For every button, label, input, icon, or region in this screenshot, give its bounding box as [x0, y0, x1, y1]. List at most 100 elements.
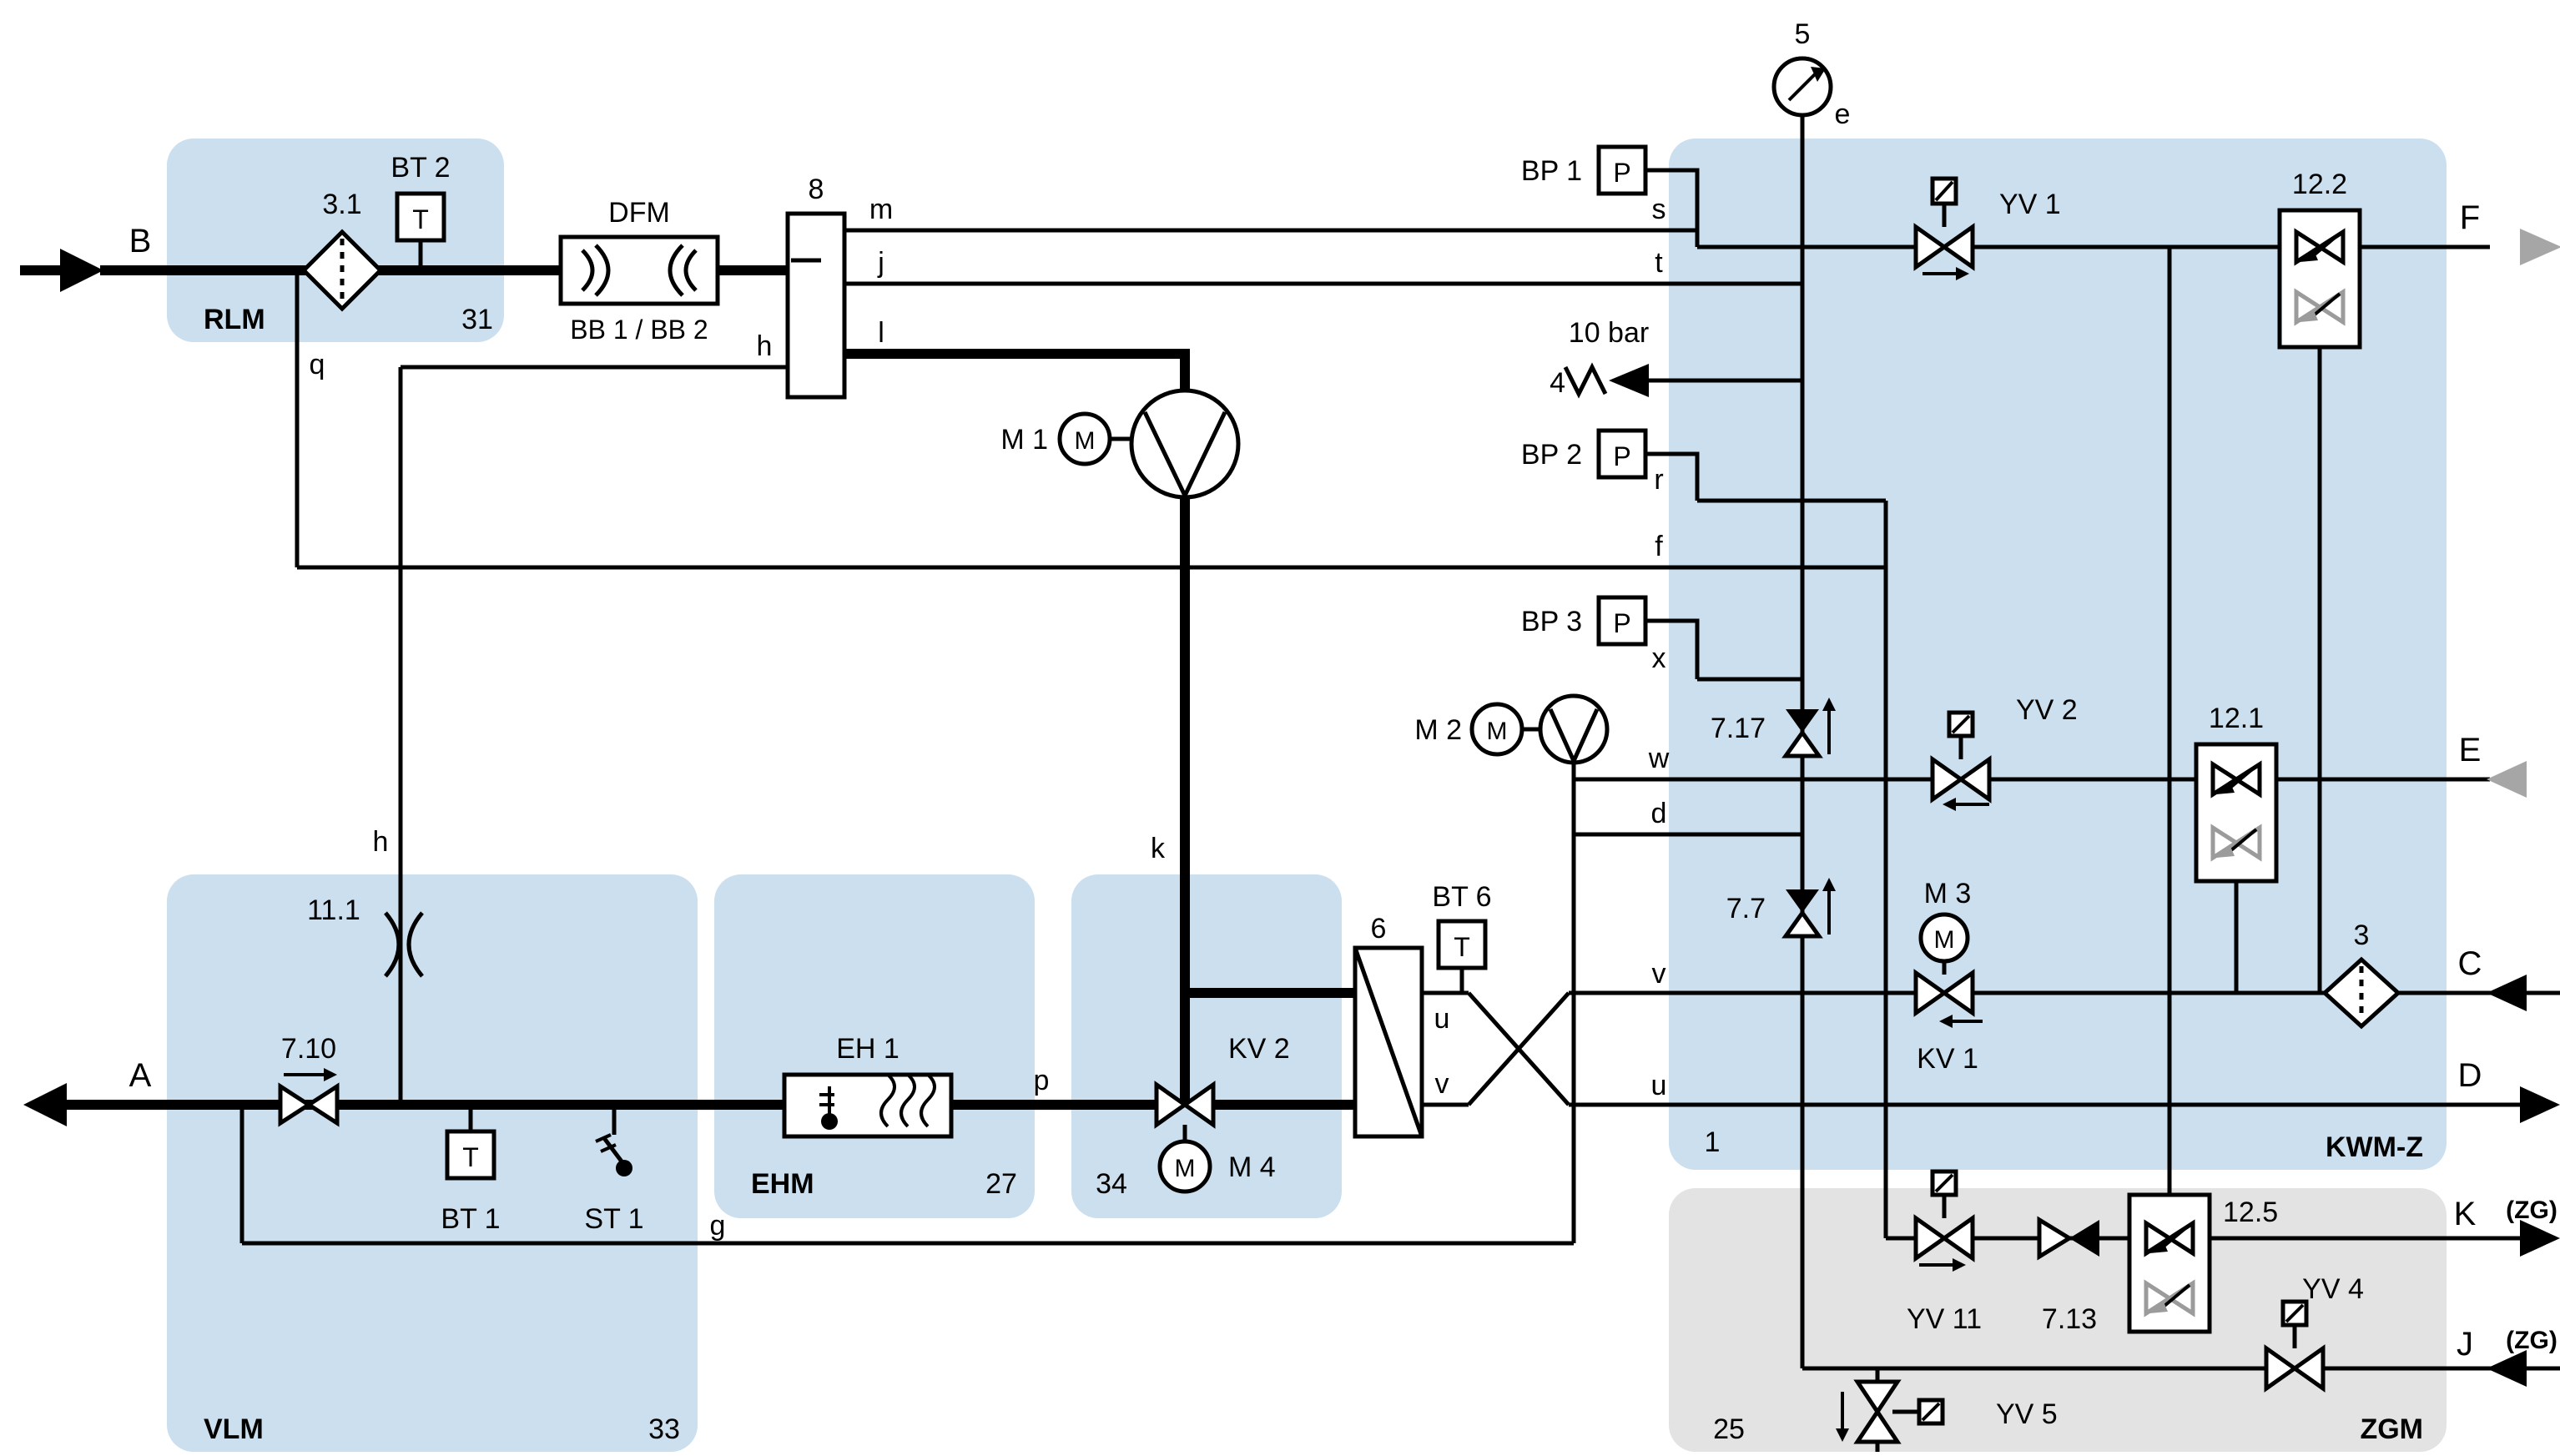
valve-yv2 [1930, 710, 1992, 811]
ehm-module-number: 27 [985, 1168, 1017, 1200]
port-arrows [23, 229, 2560, 1387]
module-backgrounds [167, 139, 2447, 1452]
b125-label: 12.5 [2223, 1197, 2278, 1228]
vlm-module-name: VLM [204, 1413, 264, 1445]
bt1-label: BT 1 [441, 1203, 500, 1235]
yv4-left [2264, 1344, 2299, 1393]
bp2-label: BP 2 [1521, 439, 1582, 471]
line-w-label: w [1648, 743, 1670, 774]
line-j-label: j [877, 247, 884, 279]
eh1-box [782, 1072, 954, 1139]
bt1-t-letter: T [462, 1142, 479, 1172]
yv2-left [1930, 755, 1965, 804]
kwmz-module-name: KWM-Z [2326, 1131, 2423, 1163]
bp2-p-letter: P [1613, 441, 1630, 471]
yv4-flag-mark [2285, 1303, 2305, 1323]
kv1-right [1940, 969, 1975, 1017]
relief-spring [1563, 362, 1608, 399]
sensor-bt2 [395, 191, 446, 243]
kv2-label: KV 2 [1228, 1033, 1290, 1065]
bt2-box [395, 191, 446, 243]
valve-yv11 [1913, 1169, 1975, 1272]
line-e-label: e [1835, 98, 1851, 130]
m3-m-letter: M [1934, 926, 1955, 954]
separator-8 [785, 211, 847, 400]
b122-label: 12.2 [2292, 169, 2347, 200]
c77-up-head [1822, 878, 1836, 891]
yv2-flag-mark [1951, 714, 1971, 734]
st1-bulb [616, 1160, 632, 1176]
pipe-cross [1422, 990, 1570, 1107]
filter-3-1 [300, 229, 384, 312]
yv2-flow-head [1943, 798, 1956, 811]
line-f-label: f [1655, 531, 1663, 562]
pipe-q-f [295, 275, 1886, 570]
relief-valve-4 [1563, 362, 1649, 399]
rlm-module-number: 31 [461, 304, 493, 335]
vlm-module-bg [167, 874, 698, 1452]
line-t-label: t [1655, 247, 1663, 279]
yv2-label: YV 2 [2016, 694, 2078, 726]
c713-right [2069, 1220, 2099, 1257]
bp3-box [1596, 595, 1648, 647]
line-u-left-label: u [1434, 1003, 1450, 1035]
yv5-bottom [1853, 1408, 1902, 1444]
bar10-label: 10 bar [1569, 317, 1649, 349]
gauge-5-label: 5 [1795, 18, 1811, 50]
c717-top [1786, 709, 1819, 733]
kv2-module-number: 34 [1096, 1168, 1127, 1200]
m4-m-letter: M [1175, 1155, 1196, 1182]
pump-m1-body [1129, 388, 1241, 500]
sensor-bp1 [1596, 144, 1648, 196]
k-outlet-arrow [2520, 1220, 2560, 1257]
relief-4-label: 4 [1550, 367, 1565, 399]
line-h-top-label: h [757, 330, 773, 362]
c77-top [1786, 889, 1819, 913]
dfm-flow-meter [558, 234, 720, 306]
kwmz-module-number: 1 [1705, 1126, 1721, 1158]
pump-m1 [1057, 388, 1241, 501]
line-h-mid-label: h [373, 826, 389, 858]
line-d-label: d [1651, 798, 1667, 829]
valve-kv1 [1913, 912, 1983, 1028]
m3-label: M 3 [1924, 878, 1972, 909]
c717-up-head [1822, 698, 1836, 711]
motor-m2-circle [1469, 702, 1524, 757]
m2-m-letter: M [1487, 718, 1508, 745]
yv11-flow-head [1953, 1258, 1966, 1272]
pump-m2 [1469, 693, 1610, 767]
check-valve-7-17 [1781, 698, 1836, 758]
dfm-sound-arcs [581, 244, 698, 297]
kv1-label: KV 1 [1917, 1043, 1978, 1075]
line-l-label: l [878, 317, 884, 349]
yv4-label: YV 4 [2302, 1273, 2364, 1305]
motor-m3-circle [1918, 912, 1970, 964]
valve-7-10-left [278, 1082, 313, 1127]
filter-3 [2321, 956, 2401, 1030]
sensor-bt1 [445, 1129, 496, 1181]
separator-8-body [785, 211, 847, 400]
bt6-label: BT 6 [1432, 881, 1491, 913]
c713-left [2037, 1216, 2074, 1261]
c717-label: 7.17 [1711, 713, 1766, 744]
bp1-box [1596, 144, 1648, 196]
valve-7-10 [278, 1068, 340, 1127]
port-j-zg-label: (ZG) [2506, 1327, 2557, 1354]
bp3-label: BP 3 [1521, 606, 1582, 637]
yv11-flag-mark [1934, 1173, 1954, 1193]
pipe-bt1-st1-stems [468, 1110, 617, 1135]
line-s-label: s [1652, 194, 1666, 225]
kv2-right [1181, 1081, 1216, 1129]
st1-ticks [595, 1133, 617, 1153]
port-k-label: K [2454, 1196, 2477, 1232]
c77-bottom [1781, 909, 1823, 939]
b121-label: 12.1 [2209, 703, 2264, 734]
pump-m2-body [1538, 693, 1610, 765]
pressure-gauge-5 [1771, 56, 1833, 118]
yv5-top [1853, 1379, 1902, 1416]
block-12-5 [2127, 1192, 2212, 1334]
port-a-label: A [129, 1057, 152, 1094]
port-c-label: C [2458, 945, 2482, 982]
separator-8-label: 8 [809, 174, 824, 205]
